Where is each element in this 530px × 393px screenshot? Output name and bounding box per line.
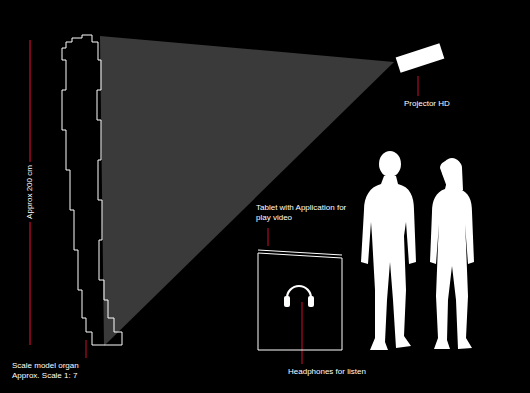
headphones-icon xyxy=(284,286,314,307)
leader-line xyxy=(418,76,419,96)
tablet-symbol xyxy=(258,250,342,350)
organ-outline xyxy=(62,35,122,345)
person-silhouette xyxy=(430,158,474,349)
annotation-label: Tablet with Application for play video xyxy=(256,203,358,223)
projector-symbol xyxy=(396,43,445,72)
annotation-label: Projector HD xyxy=(404,99,494,109)
projection-beam xyxy=(100,36,394,346)
annotation-label: Approx 200 cm xyxy=(23,162,37,222)
leader-line xyxy=(86,340,87,358)
person-silhouette xyxy=(361,151,416,350)
leader-line xyxy=(268,228,269,246)
annotation-label: Headphones for listen xyxy=(288,367,408,377)
annotation-label: Scale model organ Approx. Scale 1: 7 xyxy=(12,361,96,381)
leader-line xyxy=(302,302,303,364)
